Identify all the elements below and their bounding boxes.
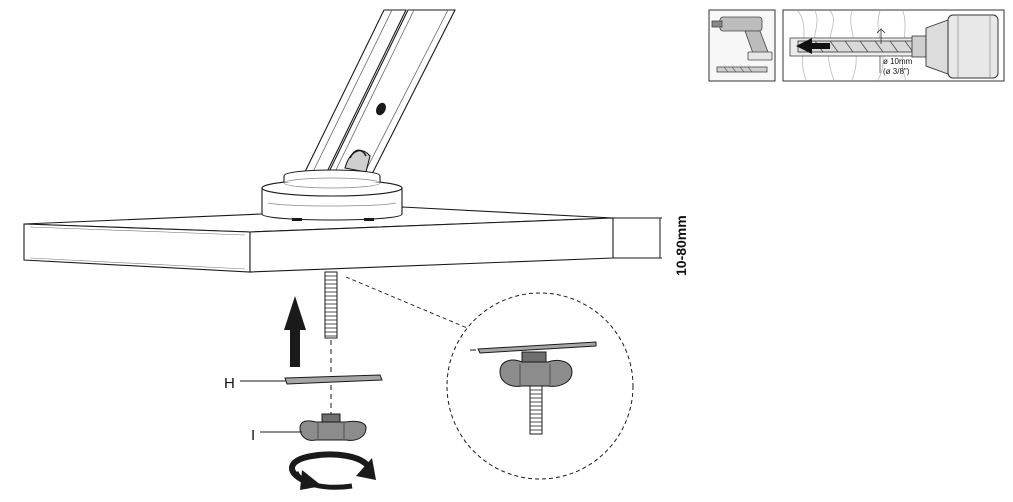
thickness-label: 10-80mm	[673, 215, 689, 276]
drill-size-imperial: (ø 3/8")	[883, 67, 910, 76]
tools-box	[708, 9, 776, 82]
detail-leader	[345, 276, 473, 331]
pole-base	[261, 169, 403, 221]
thickness-dimension	[613, 217, 662, 259]
rotate-clockwise-icon	[289, 451, 376, 490]
detail-magnifier	[446, 292, 634, 480]
washer-plate-h	[284, 374, 383, 385]
monitor-arm-pole	[301, 9, 456, 179]
part-label-h: H	[224, 375, 235, 392]
threaded-rod	[324, 271, 338, 339]
drill-size-metric: ø 10mm	[883, 57, 913, 66]
drill-hole-box: ø 10mm (ø 3/8")	[782, 9, 1005, 82]
drill-chuck-icon	[925, 14, 999, 79]
arrow-up-icon	[284, 296, 306, 367]
power-drill-icon	[711, 16, 773, 61]
wing-knob-i	[299, 413, 367, 441]
drill-bit-icon	[716, 66, 768, 73]
arrow-left-icon	[796, 38, 830, 54]
part-label-i: I	[251, 427, 255, 444]
drilling-instruction-panel: ø 10mm (ø 3/8")	[708, 9, 1005, 82]
drill-bit	[797, 35, 927, 58]
